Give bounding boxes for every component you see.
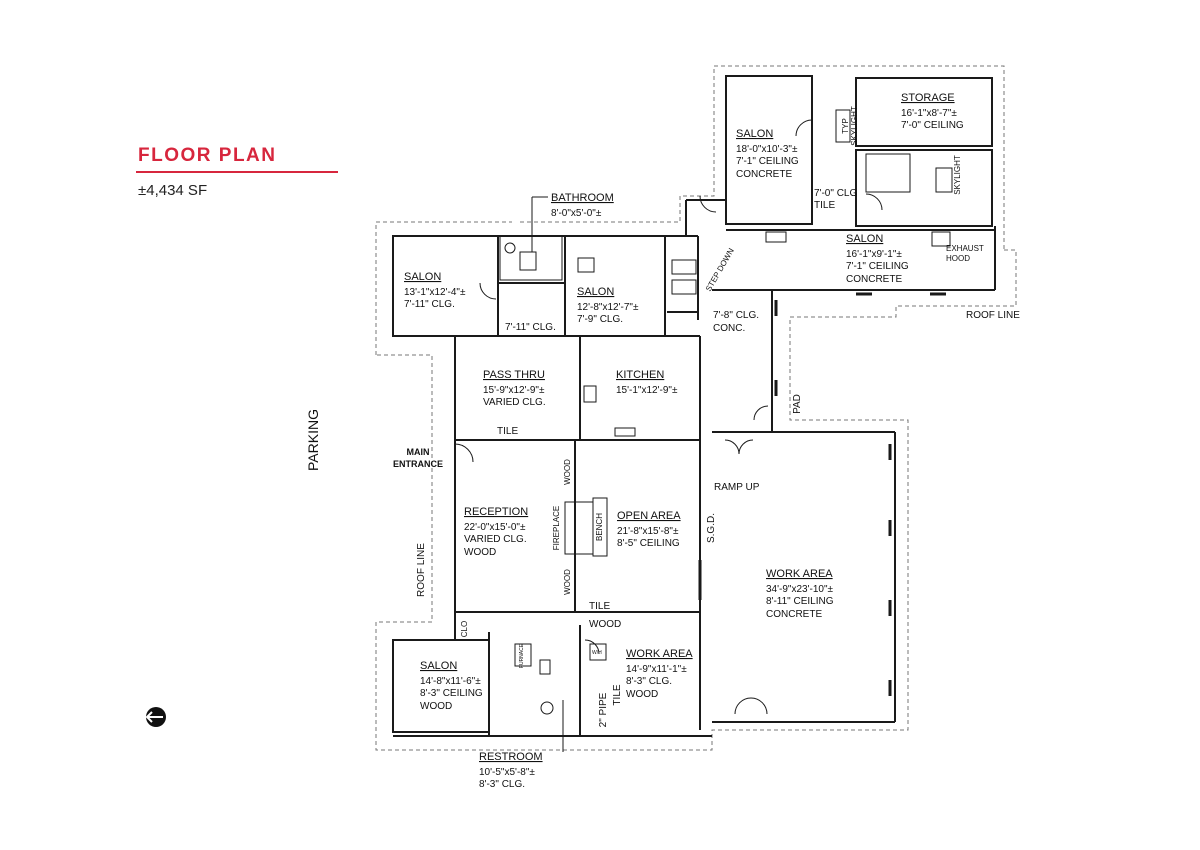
work-area-large-dims: 34'-9"x23'-10"± xyxy=(766,584,834,595)
furnace-label: FURNACE xyxy=(519,643,525,668)
kitchen-name: KITCHEN xyxy=(616,369,664,381)
storage-name: STORAGE xyxy=(901,92,955,104)
salon-ne1-name: SALON xyxy=(736,128,773,140)
parking-label: PARKING xyxy=(305,409,321,471)
hall-ceiling-label: 7'-11" CLG. xyxy=(505,322,556,333)
fireplace-label: FIREPLACE xyxy=(552,506,561,550)
work-area-small-floor: WOOD xyxy=(626,689,658,700)
step-down-label: STEP DOWN xyxy=(704,246,736,293)
reception-dims: 22'-0"x15'-0"± xyxy=(464,522,526,533)
main-entrance-label-line2: ENTRANCE xyxy=(393,459,443,469)
open-area-dims: 21'-8"x15'-8"± xyxy=(617,526,679,537)
total-area: ±4,434 SF xyxy=(138,182,208,199)
corridor-ne-ceiling: 7'-0" CLG xyxy=(814,188,857,199)
pipe-label: 2" PIPE xyxy=(598,692,609,727)
walls xyxy=(392,75,996,737)
salon-sw-ceiling: 8'-3" CEILING xyxy=(420,688,483,699)
closet-label: CLO xyxy=(460,621,469,637)
salon-nw-dims: 13'-1"x12'-4"± xyxy=(404,287,466,298)
kitchen-dims: 15'-1"x12'-9"± xyxy=(616,385,678,396)
title-underline xyxy=(136,171,338,173)
exhaust-hood-label-line2: HOOD xyxy=(946,254,970,263)
salon-nw-ceiling: 7'-11" CLG. xyxy=(404,299,455,310)
typ-skylight-label-line2: SKYLIGHT xyxy=(850,106,859,146)
reception-name: RECEPTION xyxy=(464,506,528,518)
open-area-name: OPEN AREA xyxy=(617,510,681,522)
work-area-large-ceiling: 8'-11" CEILING xyxy=(766,596,834,607)
typ-skylight-label-line1: TYP xyxy=(841,118,850,134)
roof-line-label-right: ROOF LINE xyxy=(966,310,1020,321)
wood-bottom-label: WOOD xyxy=(589,619,621,630)
salon-ne2-dims: 16'-1"x9'-1"± xyxy=(846,249,902,260)
pad-label: PAD xyxy=(792,394,803,414)
storage-ceiling: 7'-0" CEILING xyxy=(901,120,964,131)
salon-ne1-dims: 18'-0"x10'-3"± xyxy=(736,144,798,155)
corridor-ne-floor: TILE xyxy=(814,200,835,211)
bathroom-dims: 8'-0"x5'-0"± xyxy=(551,208,602,219)
reception-ceiling: VARIED CLG. xyxy=(464,534,527,545)
restroom-dims: 10'-5"x5'-8"± xyxy=(479,767,535,778)
skylight-label: SKYLIGHT xyxy=(953,155,962,195)
roof-line-outline xyxy=(375,65,1017,751)
door-swings xyxy=(454,119,883,715)
restroom-name: RESTROOM xyxy=(479,751,543,763)
open-area-ceiling: 8'-5" CEILING xyxy=(617,538,680,549)
pass-thru-ceiling: VARIED CLG. xyxy=(483,397,546,408)
reception-floor: WOOD xyxy=(464,547,496,558)
work-area-small-ceiling: 8'-3" CLG. xyxy=(626,676,672,687)
bench-label: BENCH xyxy=(595,513,604,541)
exhaust-hood-label-line1: EXHAUST xyxy=(946,244,984,253)
tile-mid-label: TILE xyxy=(589,601,610,612)
salon-ne1-ceiling: 7'-1" CEILING xyxy=(736,156,799,167)
sgd-label: S.G.D. xyxy=(706,513,717,543)
work-area-small-dims: 14'-9"x11'-1"± xyxy=(626,664,687,675)
work-area-small-name: WORK AREA xyxy=(626,648,693,660)
hall-center-floor: CONC. xyxy=(713,323,745,334)
pass-thru-name: PASS THRU xyxy=(483,369,545,381)
salon-sw-name: SALON xyxy=(420,660,457,672)
hall-center-ceiling: 7'-8" CLG. xyxy=(713,310,759,321)
pass-thru-dims: 15'-9"x12'-9"± xyxy=(483,385,545,396)
wood-lower-label: WOOD xyxy=(563,569,572,595)
salon-nw-name: SALON xyxy=(404,271,441,283)
water-heater-label: W/H xyxy=(592,650,602,656)
page-title: FLOOR PLAN xyxy=(138,145,277,166)
window-marks xyxy=(698,292,946,696)
restroom-ceiling: 8'-3" CLG. xyxy=(479,779,525,790)
salon-ne2-name: SALON xyxy=(846,233,883,245)
roof-line-label-left: ROOF LINE xyxy=(416,543,427,597)
salon-n-name: SALON xyxy=(577,286,614,298)
storage-dims: 16'-1"x8'-7"± xyxy=(901,108,957,119)
salon-ne2-floor: CONCRETE xyxy=(846,274,902,285)
north-arrow-icon xyxy=(145,707,166,727)
wood-upper-label: WOOD xyxy=(563,459,572,485)
work-area-large-name: WORK AREA xyxy=(766,568,833,580)
fixtures xyxy=(499,109,953,715)
salon-n-dims: 12'-8"x12'-7"± xyxy=(577,302,639,313)
salon-ne2-ceiling: 7'-1" CEILING xyxy=(846,261,909,272)
tile-top-label: TILE xyxy=(497,426,518,437)
salon-sw-dims: 14'-8"x11'-6"± xyxy=(420,676,481,687)
main-entrance-label-line1: MAIN xyxy=(407,447,430,457)
salon-n-ceiling: 7'-9" CLG. xyxy=(577,314,623,325)
work-area-large-floor: CONCRETE xyxy=(766,609,822,620)
ramp-up-label: RAMP UP xyxy=(714,482,760,493)
salon-ne1-floor: CONCRETE xyxy=(736,169,792,180)
tile-bottom-label: TILE xyxy=(612,684,623,705)
salon-sw-floor: WOOD xyxy=(420,701,452,712)
bathroom-name: BATHROOM xyxy=(551,192,614,204)
